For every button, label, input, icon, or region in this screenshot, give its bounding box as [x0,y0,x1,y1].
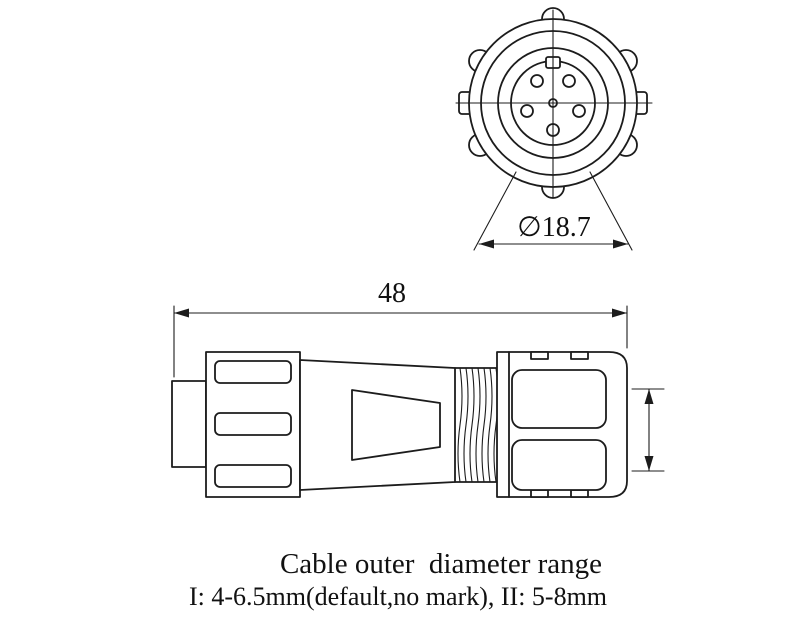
front-view: ∅18.7 [455,7,653,251]
serration-notch [530,489,549,498]
height-dimension [631,388,665,472]
extension-line-left [473,171,517,251]
pin-contact [572,104,586,118]
gland-rib-slot [214,464,292,488]
caption-line-2: I: 4-6.5mm(default,no mark), II: 5-8mm [189,582,607,611]
thread-line [481,367,487,483]
thread-line [457,367,463,483]
gland-rib-slot [214,412,292,436]
bayonet-window-lower [511,439,607,491]
pin-contact [530,74,544,88]
length-dimension-label: 48 [378,278,406,309]
pin-contact [562,74,576,88]
caption: Cable outer diameter range I: 4-6.5mm(de… [189,548,607,611]
side-view: 48 [171,278,665,498]
serration-notch [530,351,549,360]
arrowhead-up-icon [644,389,654,404]
bayonet-window-upper [511,369,607,429]
arrowhead-right-icon [612,308,627,318]
thread-line [469,367,475,483]
arrowhead-right-icon [613,239,628,249]
arrowhead-left-icon [479,239,494,249]
extension-line-right [589,171,633,251]
length-dimension: 48 [173,278,628,378]
serration-notch [570,489,589,498]
cable-entry-stub [171,380,207,468]
diameter-dimension-label: ∅18.7 [517,212,590,243]
pin-contact [520,104,534,118]
arrowhead-down-icon [644,456,654,471]
diameter-dimension: ∅18.7 [473,171,633,251]
thread-line [463,367,469,483]
cone-grip [351,389,441,461]
gland-nut [205,351,301,498]
main-body [299,359,456,491]
coupling-ring [496,351,628,498]
arrowhead-left-icon [174,308,189,318]
caption-line-1: Cable outer diameter range [280,548,602,580]
pin-contacts [520,74,586,137]
serration-notch [570,351,589,360]
thread-line [475,367,481,483]
gland-rib-slot [214,360,292,384]
thread-section [454,367,499,483]
thread-line [487,367,493,483]
